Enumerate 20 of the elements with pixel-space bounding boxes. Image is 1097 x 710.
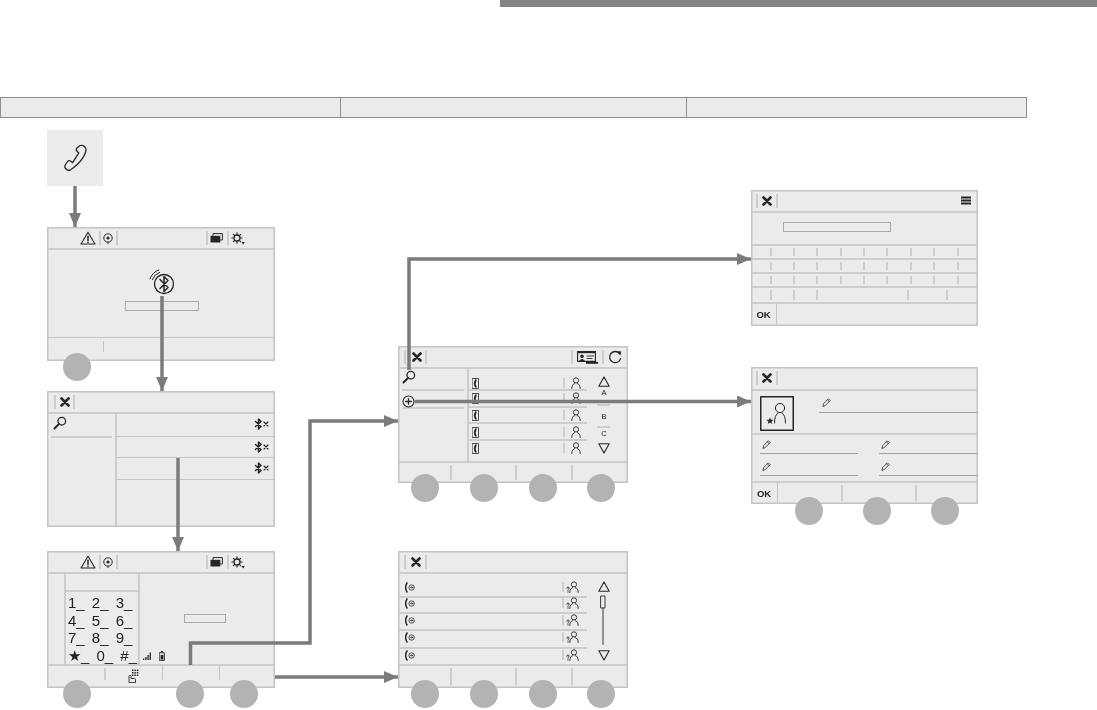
add-icon bbox=[402, 395, 415, 408]
arrow bbox=[275, 671, 398, 683]
search-icon bbox=[402, 370, 416, 384]
arrow bbox=[188, 415, 398, 665]
ok-button: OK bbox=[751, 303, 777, 326]
bluetooth-icon bbox=[148, 269, 176, 296]
arrow bbox=[172, 458, 184, 551]
ok-button: OK bbox=[751, 482, 778, 504]
arrow bbox=[156, 296, 168, 391]
keypad-digits: 1_ 2_ 3_ 4_ 5_ 6_ 7_ 8_ 9_ ★_ 0_ #_ bbox=[68, 594, 139, 666]
screen-panel bbox=[751, 367, 978, 504]
phone-button bbox=[47, 130, 103, 186]
screen-panel bbox=[47, 227, 275, 361]
screen-panel bbox=[47, 391, 275, 527]
arrow bbox=[415, 395, 751, 408]
screen-panel bbox=[47, 551, 275, 688]
screen-panel bbox=[398, 551, 628, 688]
arrow bbox=[69, 186, 81, 227]
screen-panel bbox=[751, 190, 978, 326]
arrow bbox=[407, 253, 751, 370]
